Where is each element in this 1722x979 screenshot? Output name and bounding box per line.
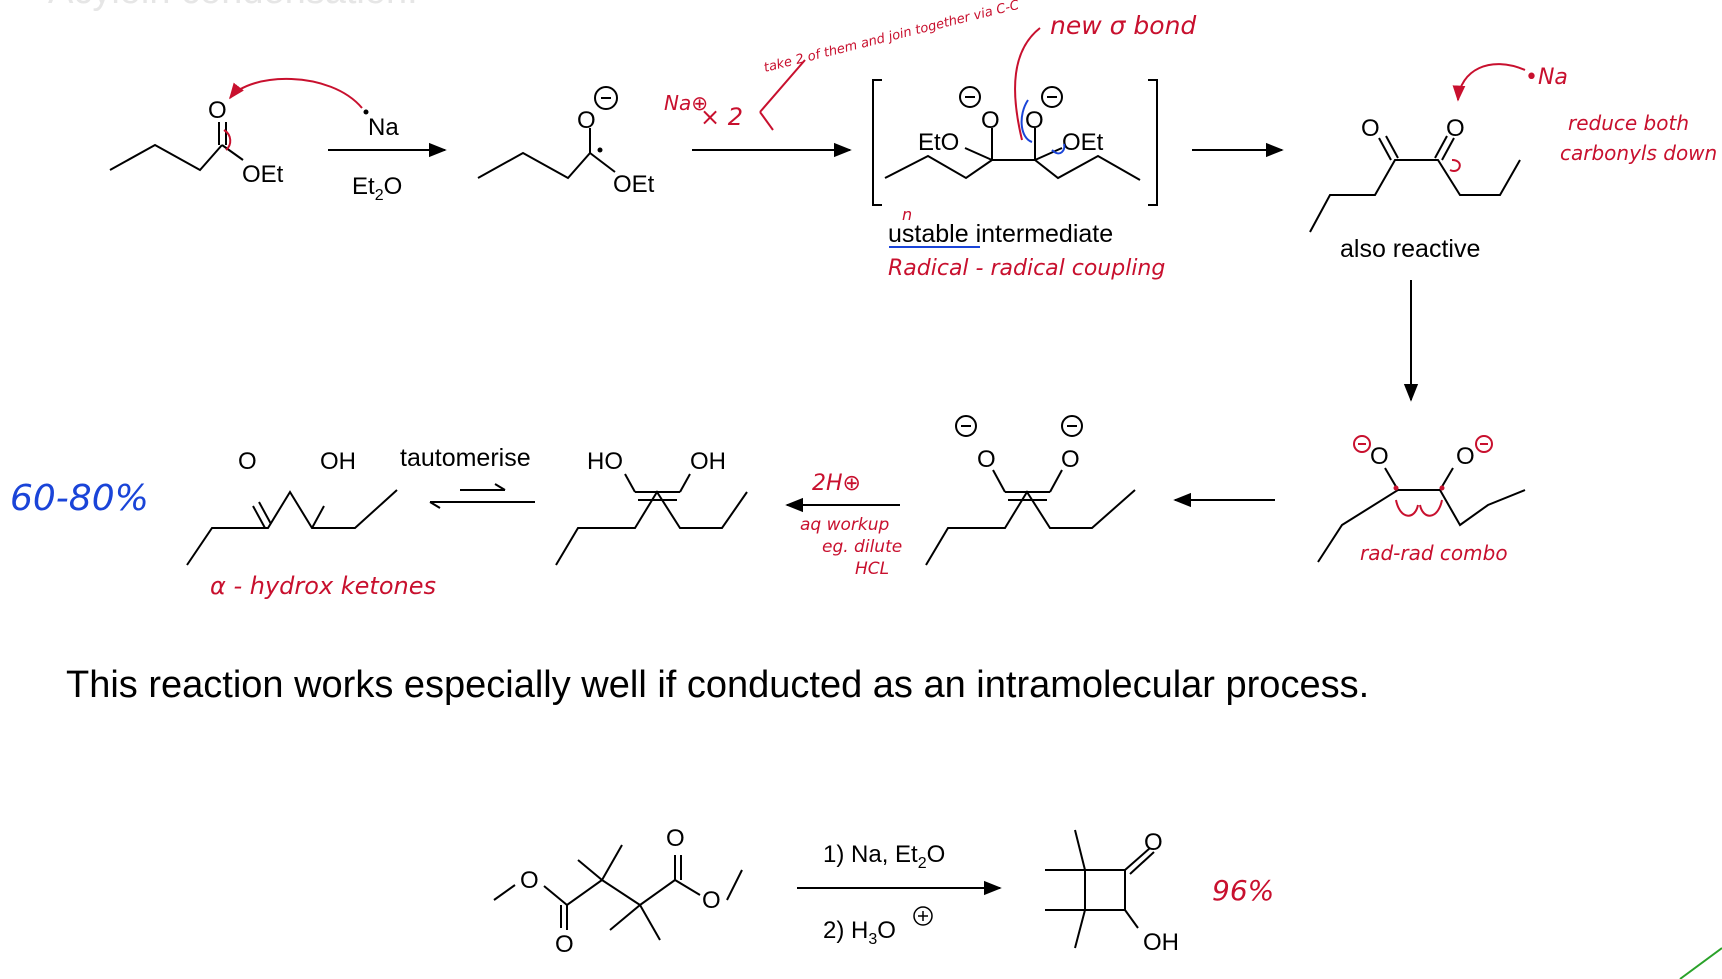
ester-oet: OEt (242, 161, 284, 188)
diester-o-ether-right: O (702, 887, 721, 914)
dimer-intermediate (872, 79, 1158, 206)
radical-o: O (577, 107, 596, 134)
acyloin-product (186, 489, 398, 566)
enediol-oh: OH (690, 448, 726, 475)
ketyl-radical-anion (477, 86, 618, 180)
annotation-aq-workup: aq workup (800, 515, 890, 535)
annotation-carbonyls-down: carbonyls down (1560, 141, 1717, 165)
dimer-o-right: O (1025, 107, 1044, 134)
dimer-oet: OEt (1062, 129, 1104, 156)
annotation-typo-fix: n (902, 205, 912, 224)
ethyl-butanoate (109, 122, 244, 172)
also-reactive-label: also reactive (1340, 235, 1480, 263)
annotation-new-sigma-bond: new σ bond (1050, 11, 1196, 40)
bisketyl-o-right: O (1456, 443, 1475, 470)
h3o-plus-charge (913, 906, 933, 926)
reagent-na: Na (368, 114, 399, 141)
curly-arrows-blue (1020, 99, 1066, 155)
annotation-yield-60-80: 60-80% (10, 478, 149, 519)
ester-carbonyl-o: O (208, 97, 227, 124)
enediol (555, 473, 748, 566)
annotation-na-plus: Na⊕ (664, 91, 708, 115)
annotation-reduce-both: reduce both (1568, 111, 1689, 135)
diester-reactant (493, 844, 743, 941)
intramolecular-sentence: This reaction works especially well if c… (66, 664, 1370, 706)
curly-arrows-red (223, 27, 1526, 172)
annotation-times-two: × 2 (700, 103, 743, 131)
radical-combo-arrows (1395, 499, 1443, 517)
enediolate-o-left: O (977, 446, 996, 473)
acyloin-oh: OH (320, 448, 356, 475)
dimer-eto: EtO (918, 129, 959, 156)
cyclobutanone-product (1045, 829, 1155, 949)
annotation-radical-coupling: Radical - radical coupling (888, 256, 1165, 281)
product-oh: OH (1143, 929, 1179, 956)
enediolate-o-right: O (1061, 446, 1080, 473)
decorative-green-line (1679, 947, 1722, 979)
diester-o-carbonyl-left: O (555, 931, 574, 958)
enediol-ho: HO (587, 448, 623, 475)
diester-o-ether-left: O (520, 867, 539, 894)
step1-conditions: 1) Na, Et2O (823, 841, 945, 872)
annotation-yield-96: 96% (1212, 874, 1274, 907)
product-o: O (1144, 829, 1163, 856)
diketone-o-right: O (1446, 115, 1465, 142)
bisketyl-o-left: O (1370, 443, 1389, 470)
annotation-rad-rad-combo: rad-rad combo (1360, 541, 1508, 565)
annotation-alpha-hydroxy-ketones: α - hydrox ketones (210, 572, 436, 600)
diketone-o-left: O (1361, 115, 1380, 142)
tautomerise-label: tautomerise (400, 444, 531, 472)
enediolate (925, 415, 1136, 566)
diester-o-carbonyl-right: O (666, 825, 685, 852)
solvent-et2o: Et2O (352, 173, 402, 204)
dimer-o-left: O (981, 107, 1000, 134)
annotation-na-dot: •Na (1525, 65, 1568, 90)
annotation-take-two: take 2 of them and join together via C-C (762, 0, 1021, 76)
faded-slide-header: Acyloin condensation: (48, 0, 418, 13)
unstable-intermediate-label: ustable intermediate (888, 220, 1113, 248)
diketone (1309, 135, 1521, 233)
na-radical-dot (363, 109, 369, 115)
step2-conditions: 2) H3O (823, 917, 896, 948)
equilibrium-arrows (429, 483, 535, 509)
acyloin-o: O (238, 448, 257, 475)
annotation-two-h-plus: 2H⊕ (812, 471, 861, 496)
annotation-hcl: HCL (855, 559, 889, 579)
annotation-eg-dilute: eg. dilute (822, 537, 902, 557)
radical-oet: OEt (613, 171, 655, 198)
